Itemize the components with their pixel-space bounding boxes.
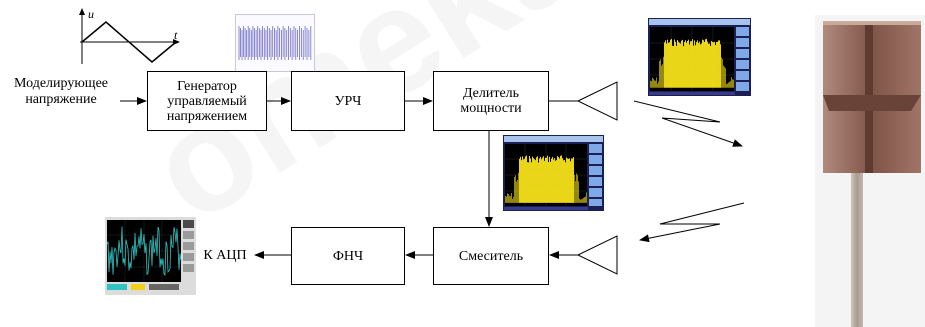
tx-antenna-icon xyxy=(576,81,618,121)
mixer-block: Смеситель xyxy=(433,227,549,285)
graph-y-label: u xyxy=(88,7,94,21)
amplifier-block: УРЧ xyxy=(291,71,405,131)
transmitted-wave-arrow xyxy=(633,100,743,147)
spectrum-screen-tx xyxy=(648,18,751,96)
chirp-waveform-image xyxy=(235,14,315,72)
oscilloscope-screen xyxy=(105,217,196,295)
low-pass-filter-block: ФНЧ xyxy=(291,227,405,285)
spectrum-screen-lo xyxy=(503,135,604,211)
graph-x-label: t xyxy=(174,28,178,42)
vco-block: Генератор управляемый напряжением xyxy=(147,71,267,131)
power-splitter-block: Делитель мощности xyxy=(433,71,549,131)
output-label: К АЦП xyxy=(203,248,247,263)
reflected-wave-arrow xyxy=(639,202,745,243)
target-photo xyxy=(815,15,925,327)
modulating-signal-graph: u t xyxy=(79,7,180,64)
rx-antenna-icon xyxy=(576,235,618,275)
input-label: Моделирующее напряжение xyxy=(14,76,108,107)
